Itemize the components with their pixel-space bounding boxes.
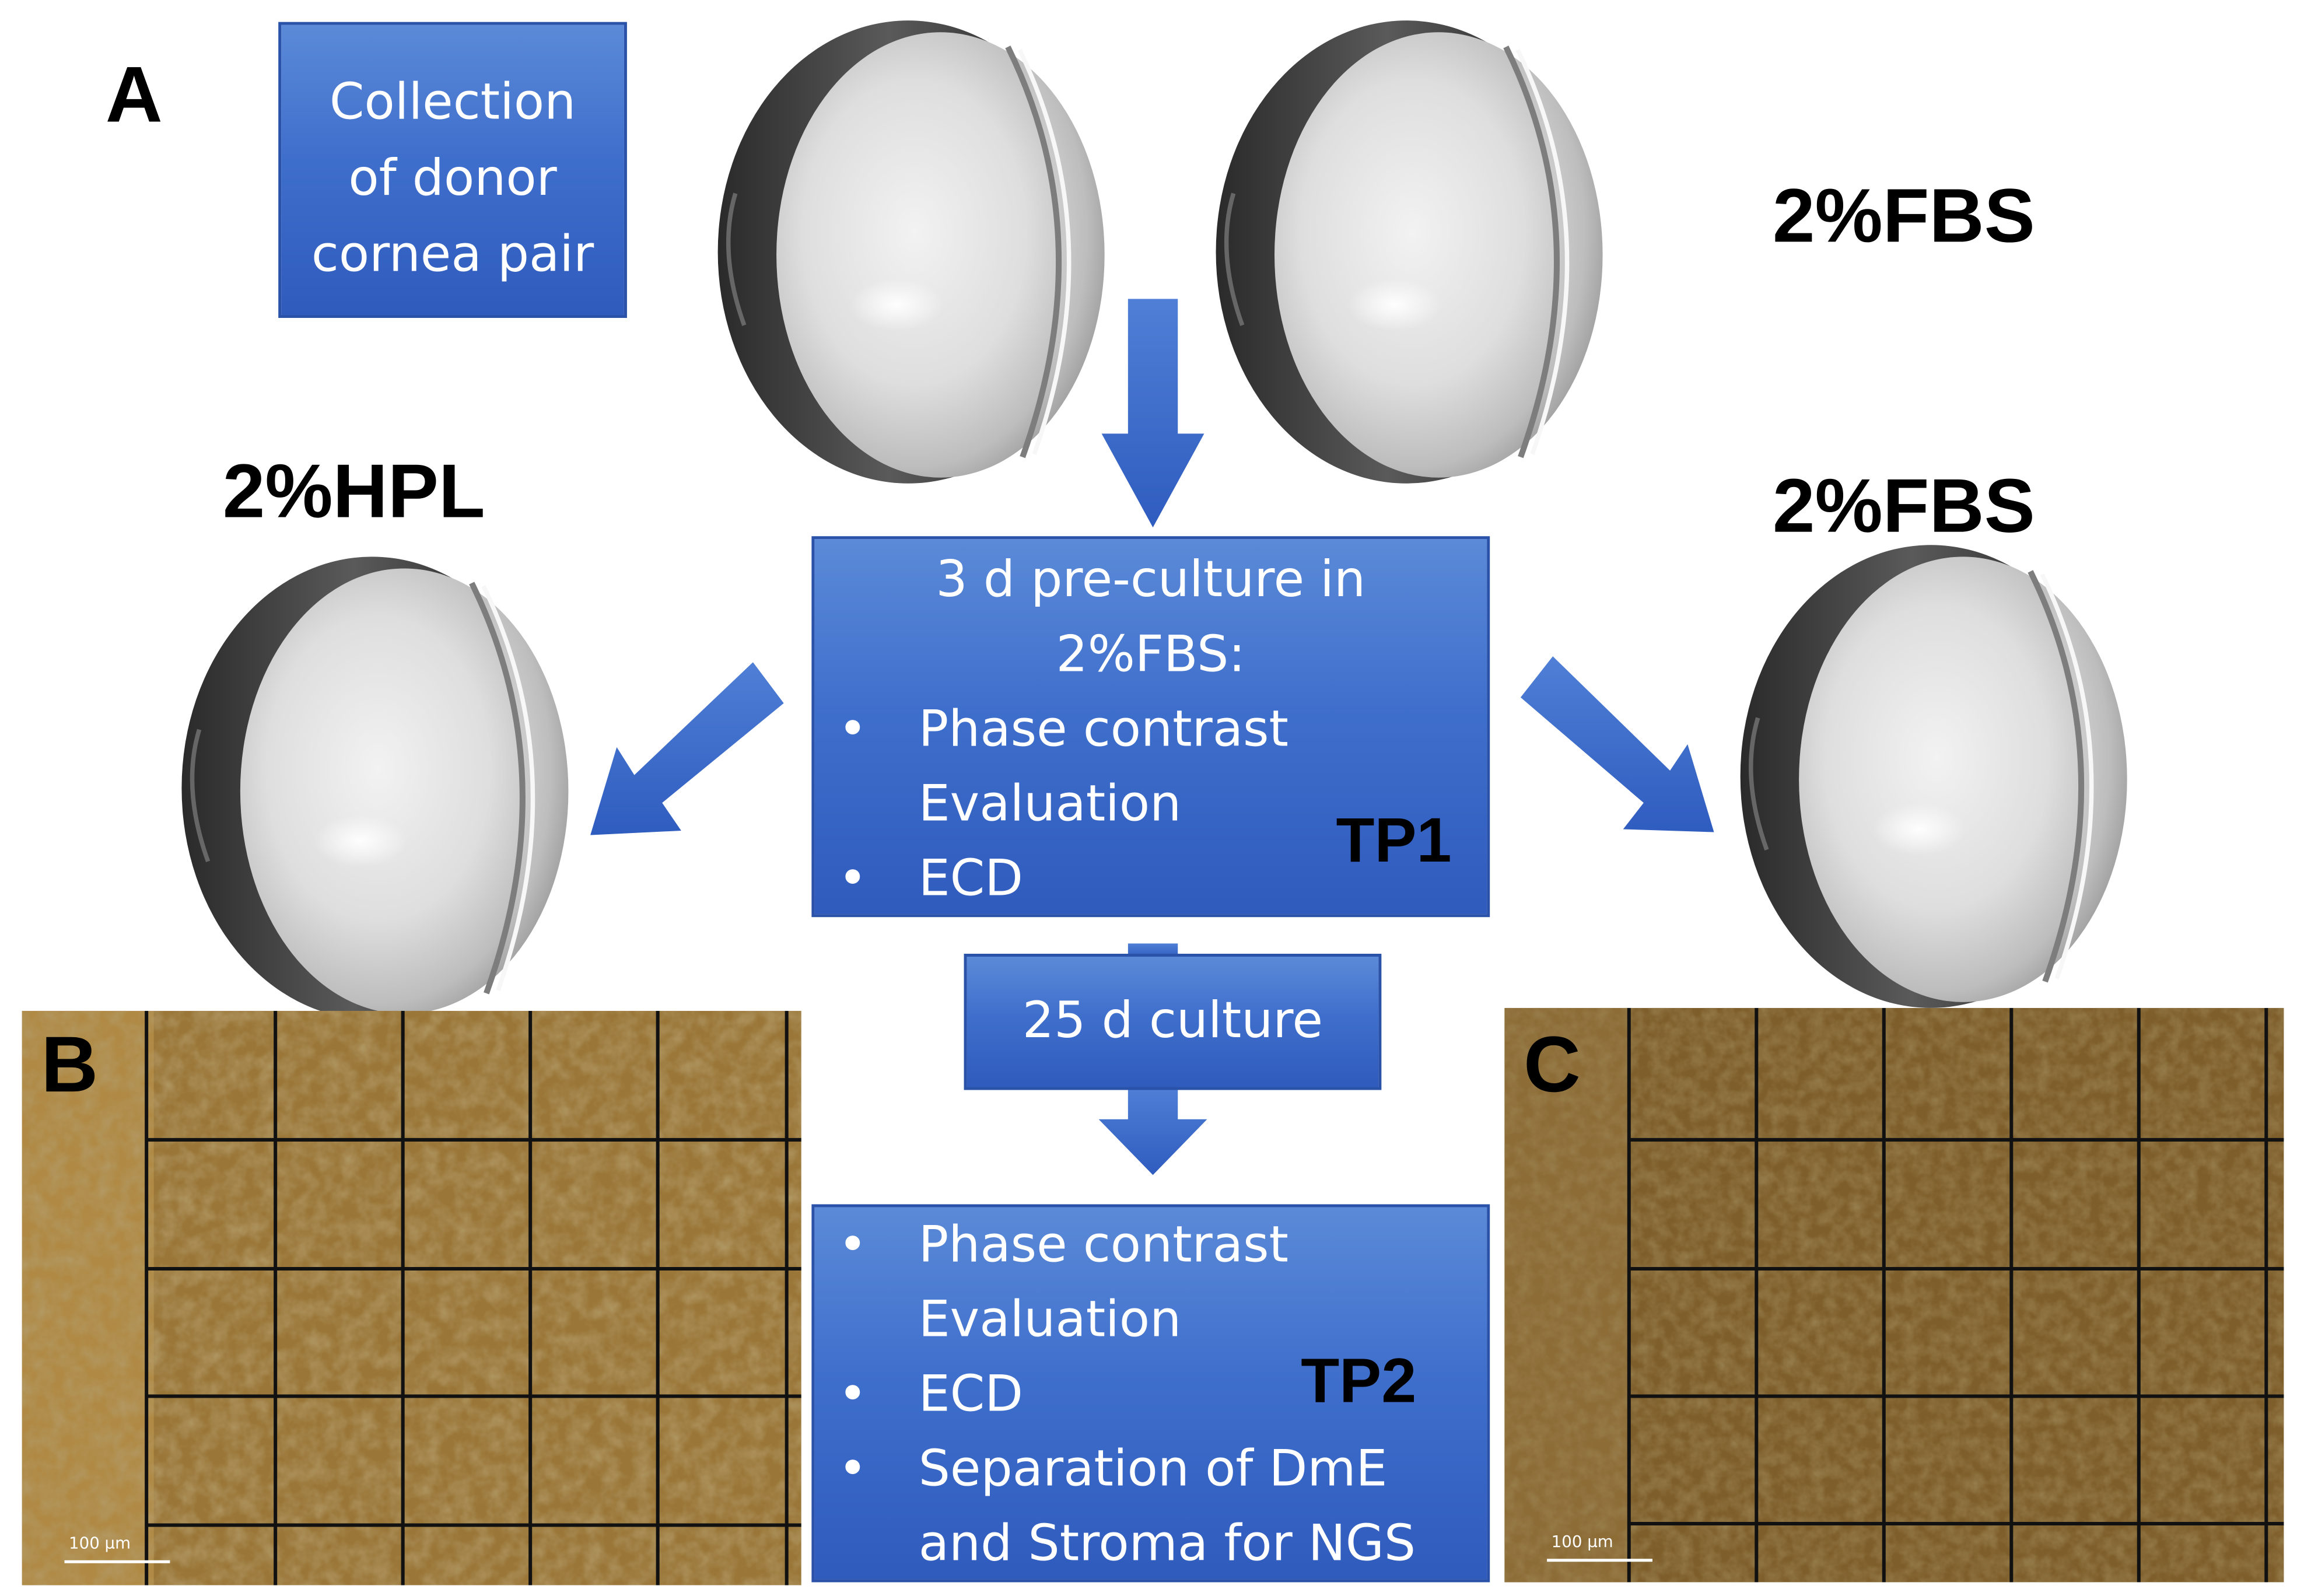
bullet-icon: • (838, 849, 867, 909)
micrograph-c (1504, 1007, 2284, 1583)
panel-label-c: C (1523, 1021, 1581, 1110)
bullet-icon: • (838, 1216, 867, 1275)
tp1-label: TP1 (1336, 806, 1452, 876)
fbs-label-right: 2%FBS (1772, 464, 2035, 550)
cornea-icon (718, 20, 1105, 484)
collection-line: Collection (329, 73, 576, 132)
panel-label-a: A (105, 51, 163, 139)
final-bullet: •ECD (814, 1358, 1487, 1433)
preculture-box: 3 d pre-culture in 2%FBS: •Phase contras… (811, 536, 1490, 918)
arrow-right-down-icon (1520, 656, 1714, 832)
bullet-icon: • (838, 1440, 867, 1499)
scale-bar-b: 100 µm (64, 1534, 170, 1563)
fbs-label-top: 2%FBS (1772, 174, 2035, 260)
micrograph-b (22, 1010, 801, 1586)
hpl-label: 2%HPL (222, 450, 485, 535)
culture-label: 25 d culture (1022, 992, 1323, 1051)
scale-bar-line (64, 1560, 170, 1563)
cornea-icon (1216, 20, 1603, 484)
culture-box: 25 d culture (964, 953, 1382, 1090)
collection-line: cornea pair (311, 225, 594, 285)
bullet-icon: • (838, 700, 867, 759)
bullet-icon: • (838, 1365, 867, 1424)
scale-bar-line (1547, 1559, 1652, 1562)
scale-bar-c: 100 µm (1547, 1532, 1652, 1562)
collection-box: Collection of donor cornea pair (278, 22, 627, 318)
cornea-icon (1741, 545, 2127, 1008)
arrow-down-icon (1098, 1087, 1207, 1175)
panel-label-b: B (41, 1021, 99, 1110)
preculture-bullet: •ECD (814, 842, 1487, 917)
arrow-down-icon (1101, 299, 1204, 528)
cornea-icon (181, 556, 568, 1020)
tp2-label: TP2 (1301, 1346, 1417, 1417)
arrow-left-down-icon (590, 662, 784, 835)
preculture-heading: 3 d pre-culture in (936, 551, 1366, 610)
collection-line: of donor (348, 149, 557, 208)
preculture-heading: 2%FBS: (1056, 625, 1246, 684)
